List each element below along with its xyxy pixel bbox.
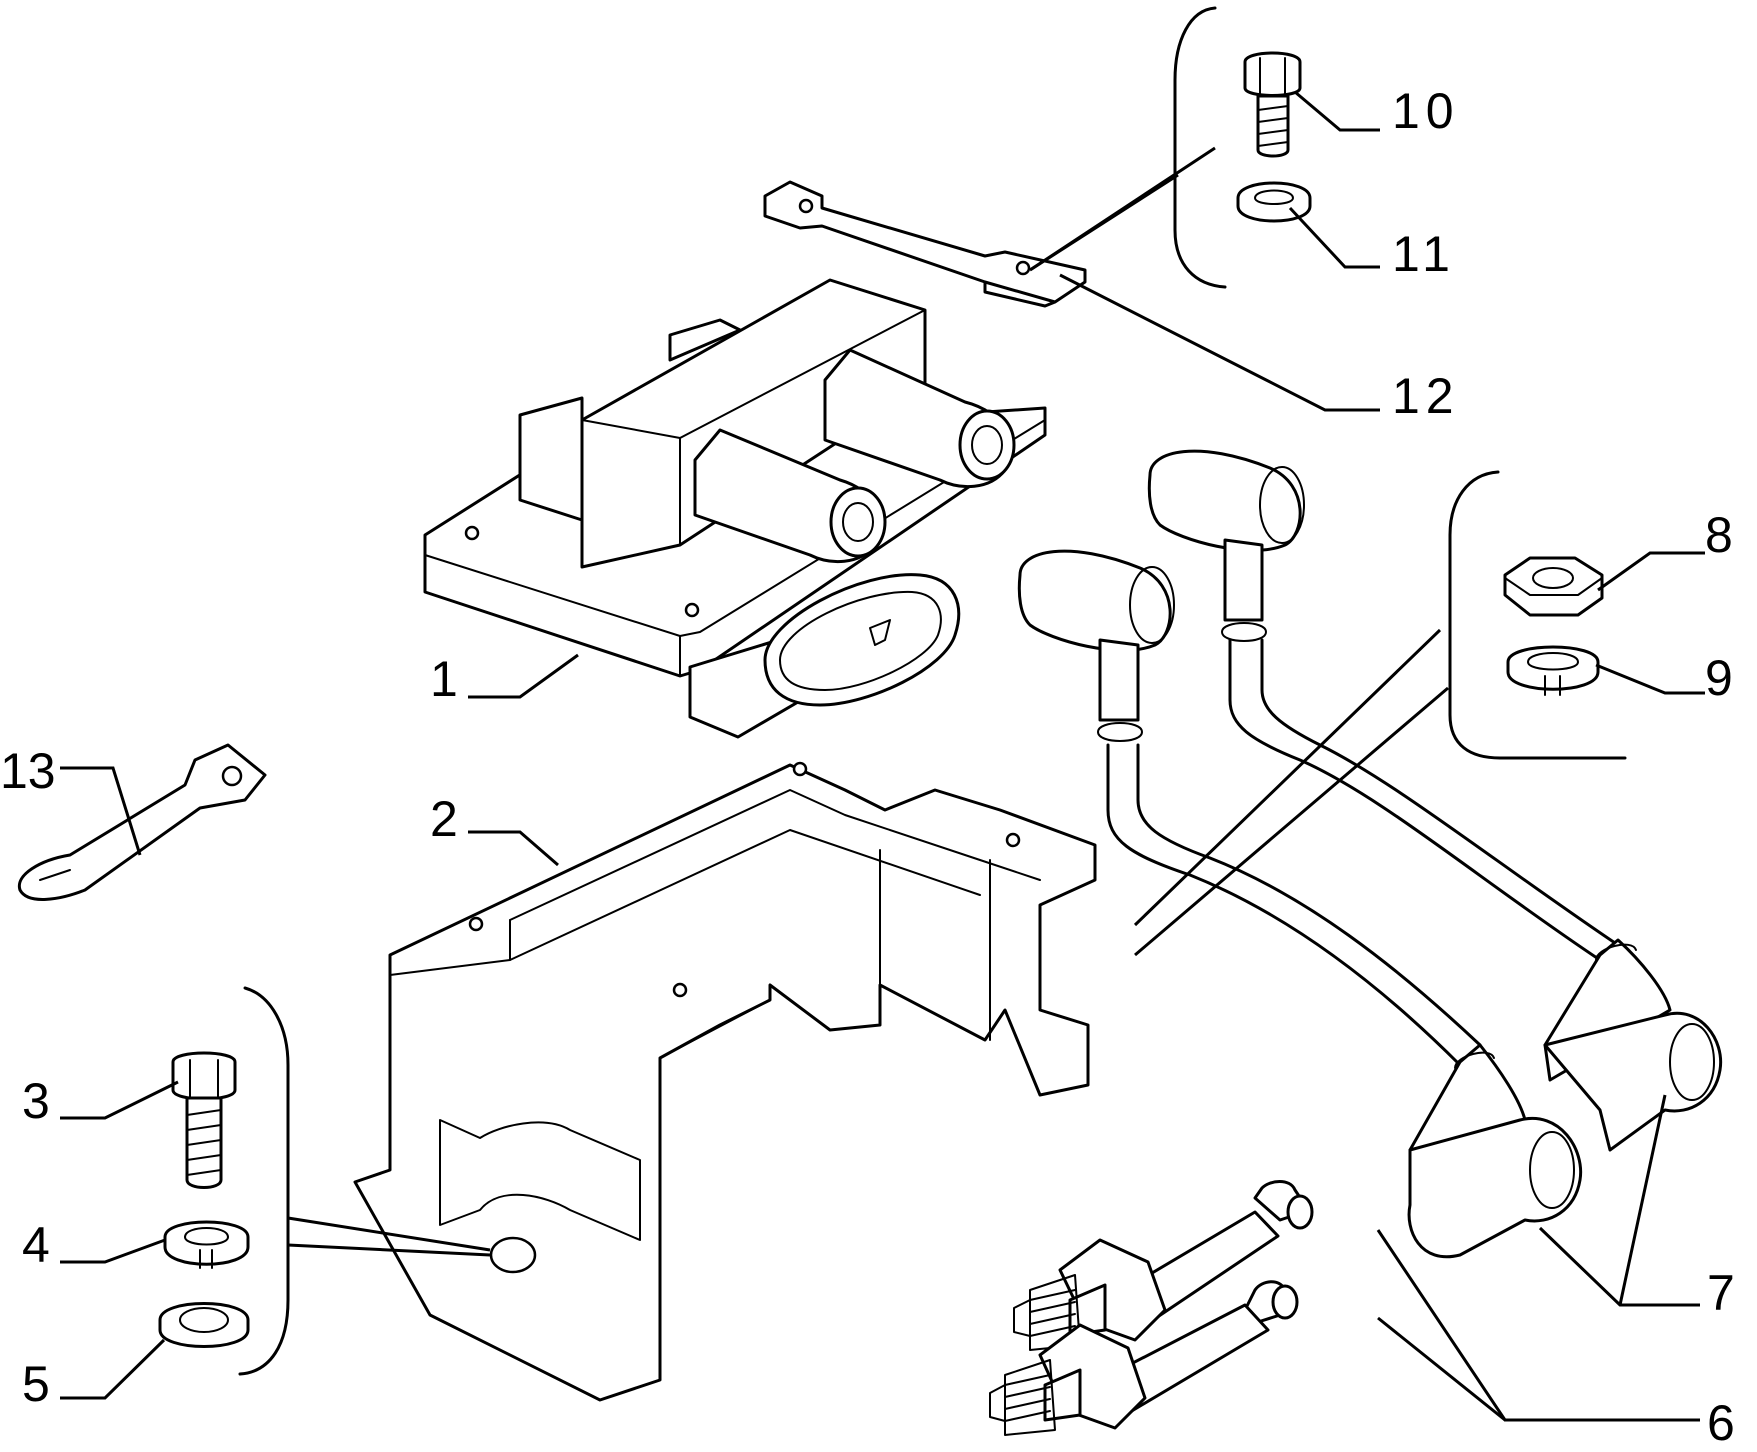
group-bracket-bottom-left <box>238 986 290 1376</box>
part-4-split-washer <box>163 1220 250 1269</box>
callout-label-7: 7 <box>1707 1265 1741 1321</box>
callout-label-6: 6 <box>1707 1395 1741 1451</box>
callout-label-2: 2 <box>430 791 464 847</box>
callout-label-5: 5 <box>22 1356 56 1412</box>
part-11-split-washer <box>1236 181 1312 223</box>
part-6-spark-plugs <box>989 1180 1314 1436</box>
part-9-split-washer <box>1506 645 1600 696</box>
part-3-bolt <box>171 1051 237 1189</box>
callout-label-8: 8 <box>1705 507 1739 563</box>
part-8-nut <box>1503 556 1604 617</box>
group-bracket-middle-right <box>1448 470 1627 760</box>
part-5-flat-washer <box>158 1302 250 1348</box>
callout-label-9: 9 <box>1705 650 1739 706</box>
callout-label-13: 13 <box>0 743 56 799</box>
part-12-plate <box>763 180 1087 308</box>
callout-label-4: 4 <box>22 1217 56 1273</box>
part-2-bracket <box>353 761 1097 1402</box>
callout-label-3: 3 <box>22 1073 56 1129</box>
part-13-clip <box>17 743 267 901</box>
part-10-bolt <box>1243 51 1302 158</box>
callout-label-12: 12 <box>1392 368 1460 424</box>
part-1-ignition-coil <box>423 278 1047 739</box>
callout-label-11: 11 <box>1392 226 1456 282</box>
callout-label-1: 1 <box>430 651 464 707</box>
group-bracket-top-right <box>1173 6 1227 289</box>
callout-label-10: 10 <box>1392 83 1460 139</box>
leader-lines <box>60 90 1705 1422</box>
part-7-ht-leads <box>1017 449 1723 1259</box>
